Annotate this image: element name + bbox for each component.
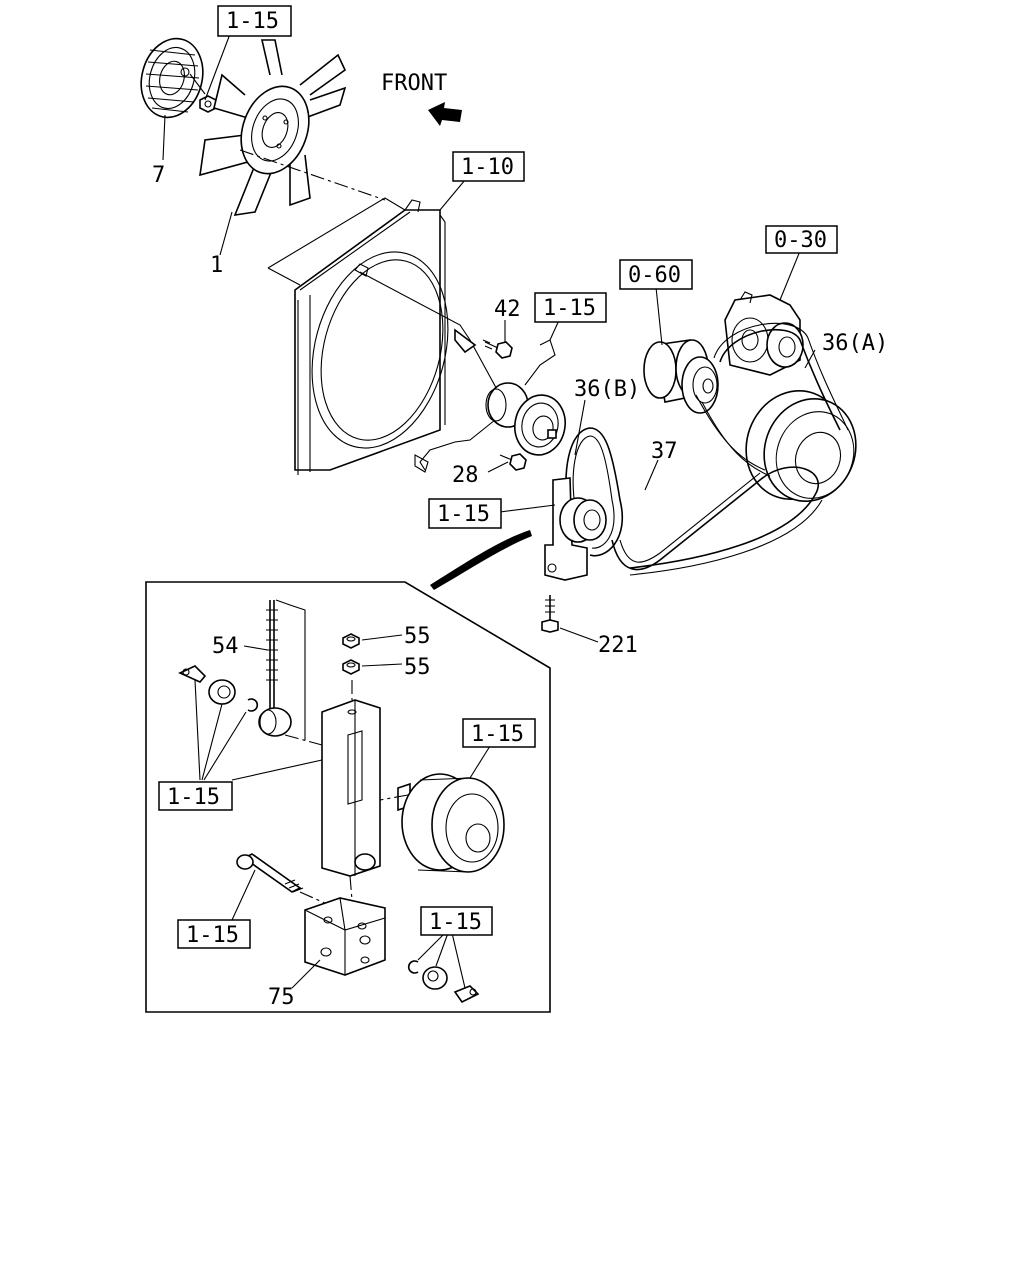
ref-label-detail-left: 1-15 xyxy=(167,785,220,810)
ref-label-compressor: 0-30 xyxy=(774,228,827,253)
detail-idler-pulley xyxy=(379,773,505,873)
base-bracket xyxy=(304,897,386,976)
fan-clutch xyxy=(140,37,206,119)
detail-box xyxy=(145,581,551,1013)
belt-36a xyxy=(695,322,849,477)
adjust-stud xyxy=(258,599,323,746)
generator xyxy=(643,339,719,414)
ref-label-bracket: 1-15 xyxy=(543,296,596,321)
grease-fitting-right xyxy=(453,985,480,1004)
adjust-plate xyxy=(321,699,381,901)
part-number-7: 7 xyxy=(152,163,165,188)
ref-label-fan-clutch: 1-15 xyxy=(226,9,279,34)
part-number-55-upper: 55 xyxy=(404,624,431,649)
ref-label-generator: 0-60 xyxy=(628,263,681,288)
part-number-221: 221 xyxy=(598,633,638,658)
clip-left xyxy=(247,698,259,712)
part-number-75: 75 xyxy=(268,985,295,1010)
ref-label-detail-pulley: 1-15 xyxy=(471,722,524,747)
part-number-55-lower: 55 xyxy=(404,655,431,680)
ref-label-detail-right: 1-15 xyxy=(429,910,482,935)
part-number-1: 1 xyxy=(210,253,223,278)
front-label: FRONT xyxy=(381,71,447,96)
fan-nut xyxy=(199,95,217,113)
pivot-bolt xyxy=(236,853,346,913)
ref-label-idler: 1-15 xyxy=(437,502,490,527)
nut-55-lower xyxy=(342,659,360,675)
ref-label-detail-bolt: 1-15 xyxy=(186,923,239,948)
bolt-42 xyxy=(482,339,513,359)
radiator-shroud xyxy=(267,197,449,475)
part-number-42: 42 xyxy=(494,297,521,322)
part-number-54: 54 xyxy=(212,634,239,659)
cooling-fan xyxy=(199,39,347,216)
ref-label-radiator: 1-10 xyxy=(461,155,514,180)
detail-arrow xyxy=(430,530,532,590)
leader-lines xyxy=(162,33,816,989)
part-number-37: 37 xyxy=(651,439,678,464)
bushing-left xyxy=(208,679,236,705)
part-number-36a: 36(A) xyxy=(822,331,888,356)
front-arrow-icon xyxy=(428,102,462,126)
crank-pulley xyxy=(745,389,857,503)
bolt-221 xyxy=(541,595,559,633)
idler-bracket xyxy=(544,477,607,581)
belt-36b xyxy=(565,427,623,557)
idler-pulley-upper xyxy=(359,271,566,473)
bolt-28 xyxy=(499,453,527,471)
belt-37 xyxy=(611,466,823,576)
bushing-right xyxy=(422,966,448,990)
grease-fitting-left xyxy=(178,665,207,683)
clip-right xyxy=(407,960,419,974)
part-number-28: 28 xyxy=(452,463,479,488)
part-number-36b: 36(B) xyxy=(574,377,640,402)
nut-55-upper xyxy=(342,633,360,649)
